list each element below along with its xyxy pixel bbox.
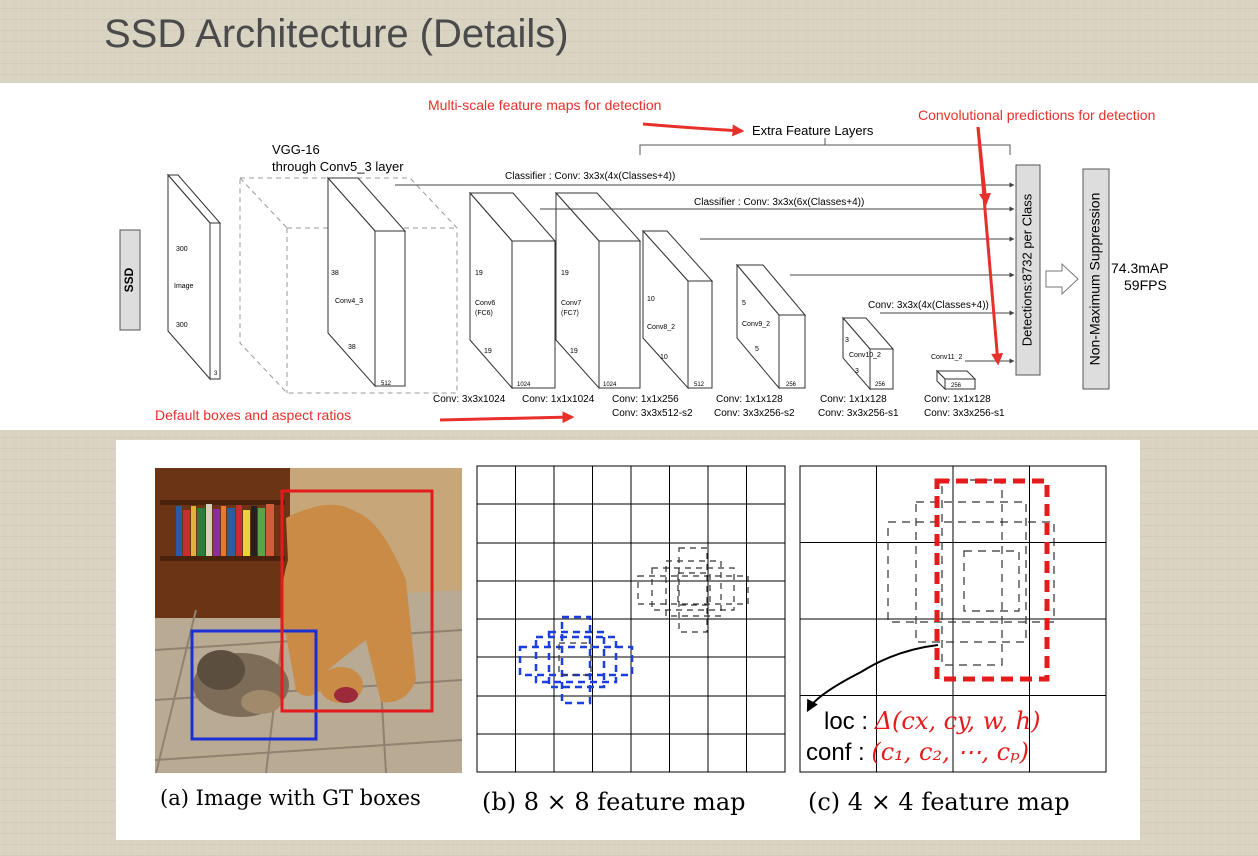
conf-value: (c₁, c₂, ⋯, cₚ) xyxy=(871,738,1029,766)
conv-op-5b: Conv: 3x3x256-s1 xyxy=(818,408,899,419)
classifier-label-1: Classifier : Conv: 3x3x(4x(Classes+4)) xyxy=(505,171,675,182)
examples-panel: (a) Image with GT boxes (b) 8 × 8 featur… xyxy=(116,440,1140,840)
conv-op-6a: Conv: 1x1x128 xyxy=(924,394,991,405)
default-boxes-blue xyxy=(518,615,634,705)
detections-label: Detections:8732 per Class xyxy=(1019,193,1034,346)
conf-label: conf : xyxy=(806,739,871,766)
conv-op-4a: Conv: 1x1x128 xyxy=(716,394,783,405)
grid-4x4 xyxy=(799,465,1107,773)
conv-predictions-annotation: Convolutional predictions for detection xyxy=(918,107,1155,123)
conv4-depth: 512 xyxy=(381,381,392,387)
result-map: 74.3mAP xyxy=(1111,260,1169,276)
conv6-dim1: 19 xyxy=(475,270,483,277)
conv-op-labels: Conv: 3x3x1024 Conv: 1x1x1024 Conv: 1x1x… xyxy=(433,394,1005,419)
conv6-name2: (FC6) xyxy=(475,310,493,317)
input-dim1: 300 xyxy=(176,246,188,253)
caption-a: (a) Image with GT boxes xyxy=(160,786,421,810)
vgg-label-1: VGG-16 xyxy=(272,142,320,157)
extra-layers-label: Extra Feature Layers xyxy=(752,123,874,138)
loc-arrow xyxy=(806,644,939,713)
conv4-dim1: 38 xyxy=(331,270,339,277)
slide-title: SSD Architecture (Details) xyxy=(104,12,569,56)
conv7-block: 19 Conv7 (FC7) 19 1024 xyxy=(554,191,642,390)
conv4-dim2: 38 xyxy=(348,344,356,351)
default-boxes-arrow xyxy=(439,411,575,424)
conv-op-3b: Conv: 3x3x512-s2 xyxy=(612,408,693,419)
hollow-arrow-icon xyxy=(1045,262,1079,296)
input-name: Image xyxy=(174,283,194,290)
conv7-name2: (FC7) xyxy=(561,310,579,317)
conv7-depth: 1024 xyxy=(603,382,617,388)
input-depth: 3 xyxy=(214,371,218,377)
conv10-name: Conv10_2 xyxy=(849,352,881,359)
input-dim2: 300 xyxy=(176,322,188,329)
input-block: 300 Image 300 3 xyxy=(166,173,222,381)
classifier-label-3: Conv: 3x3x(4x(Classes+4)) xyxy=(868,300,989,311)
conv6-block: 19 Conv6 (FC6) 19 1024 xyxy=(468,191,557,390)
extra-layers-bracket xyxy=(639,138,1011,155)
conv7-name1: Conv7 xyxy=(561,300,581,307)
detections-box: Detections:8732 per Class xyxy=(1015,164,1041,376)
conv10-dim2: 3 xyxy=(855,368,859,375)
conv11-2-block: Conv11_2 256 xyxy=(931,354,977,391)
conv4-3-block: 38 Conv4_3 38 512 xyxy=(326,176,407,388)
ssd-label-box: SSD xyxy=(119,229,141,331)
nms-label: Non-Maximum Suppression xyxy=(1087,193,1103,366)
conf-line: conf : (c₁, c₂, ⋯, cₚ) xyxy=(806,738,1029,766)
conv6-name1: Conv6 xyxy=(475,300,495,307)
loc-value: Δ(cx, cy, w, h) xyxy=(874,707,1041,735)
conv6-dim2: 19 xyxy=(484,348,492,355)
conv4-name: Conv4_3 xyxy=(335,298,363,305)
conv10-depth: 256 xyxy=(875,382,886,388)
caption-c: (c) 4 × 4 feature map xyxy=(808,788,1070,816)
conv6-depth: 1024 xyxy=(517,382,531,388)
conv9-2-block: 5 Conv9_2 5 256 xyxy=(735,263,807,390)
default-box-red xyxy=(934,478,1050,682)
conv10-dim1: 3 xyxy=(845,337,849,344)
default-boxes-black xyxy=(558,547,749,676)
classifier-label-2: Classifier : Conv: 3x3x(6x(Classes+4)) xyxy=(694,197,864,208)
multiscale-annotation: Multi-scale feature maps for detection xyxy=(428,97,661,113)
conv7-dim1: 19 xyxy=(561,270,569,277)
architecture-diagram: SSD 300 Image 300 3 VGG-16 through Conv5… xyxy=(119,97,1169,424)
conv9-dim2: 5 xyxy=(755,346,759,353)
conv11-name: Conv11_2 xyxy=(931,354,963,361)
loc-label: loc : xyxy=(824,708,875,735)
conv9-name: Conv9_2 xyxy=(742,321,770,328)
gt-box-cat xyxy=(190,629,318,741)
default-boxes-annotation: Default boxes and aspect ratios xyxy=(155,407,351,423)
nms-box: Non-Maximum Suppression xyxy=(1082,168,1110,390)
loc-line: loc : Δ(cx, cy, w, h) xyxy=(824,707,1040,735)
gt-box-dog xyxy=(280,489,434,713)
grid-8x8 xyxy=(476,465,786,773)
conv-op-5a: Conv: 1x1x128 xyxy=(820,394,887,405)
default-boxes-4x4 xyxy=(887,479,1055,666)
conv8-2-block: 10 Conv8_2 10 512 xyxy=(641,229,714,390)
conv-pred-arrow-2 xyxy=(976,126,1004,366)
examples-figure: (a) Image with GT boxes (b) 8 × 8 featur… xyxy=(154,465,1107,816)
classifier-arrows xyxy=(395,182,1015,364)
conv7-dim2: 19 xyxy=(570,348,578,355)
conv9-dim1: 5 xyxy=(742,300,746,307)
conv9-depth: 256 xyxy=(786,382,797,388)
cat-dog-photo xyxy=(154,468,463,774)
ssd-label: SSD xyxy=(122,267,136,292)
conv8-dim2: 10 xyxy=(660,354,668,361)
conv8-depth: 512 xyxy=(694,382,705,388)
conv10-2-block: 3 Conv10_2 3 256 xyxy=(841,316,895,391)
conv-op-2: Conv: 1x1x1024 xyxy=(522,394,595,405)
multiscale-arrow xyxy=(642,122,745,137)
conv-op-3a: Conv: 1x1x256 xyxy=(612,394,679,405)
caption-b: (b) 8 × 8 feature map xyxy=(482,788,745,816)
conv8-dim1: 10 xyxy=(647,296,655,303)
result-fps: 59FPS xyxy=(1124,277,1167,293)
architecture-diagram-panel: SSD 300 Image 300 3 VGG-16 through Conv5… xyxy=(0,83,1258,430)
conv11-depth: 256 xyxy=(951,383,962,389)
conv-op-4b: Conv: 3x3x256-s2 xyxy=(714,408,795,419)
conv-op-6b: Conv: 3x3x256-s1 xyxy=(924,408,1005,419)
conv-op-1: Conv: 3x3x1024 xyxy=(433,394,506,405)
conv8-name: Conv8_2 xyxy=(647,324,675,331)
books xyxy=(176,504,274,556)
vgg-label-2: through Conv5_3 layer xyxy=(272,159,404,174)
